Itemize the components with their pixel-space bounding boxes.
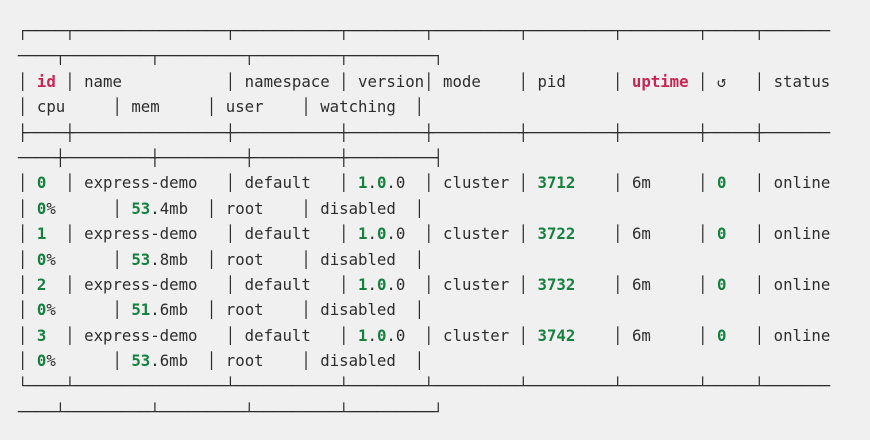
- terminal-line: ├────┼────────────────┼───────────┼─────…: [18, 120, 830, 145]
- terminal-text: ├────┼────────────────┼───────────┼─────…: [18, 122, 831, 142]
- highlight-green-text: 3: [36, 325, 47, 345]
- terminal-line: │ 0 │ express-demo │ default │ 1.0.0 │ c…: [18, 170, 830, 195]
- terminal-line: ────┴─────────┴─────────┴─────────┴─────…: [18, 399, 830, 424]
- highlight-green-text: 0: [36, 351, 47, 371]
- terminal-text: │ express-demo │ default │: [46, 224, 359, 244]
- terminal-text: .: [367, 173, 377, 193]
- terminal-text: │: [18, 351, 37, 371]
- terminal-line: │ id │ name │ namespace │ version│ mode …: [18, 69, 830, 94]
- highlight-green-text: 0: [36, 249, 47, 269]
- terminal-line: │ 2 │ express-demo │ default │ 1.0.0 │ c…: [18, 272, 830, 297]
- terminal-line: ┌────┬────────────────┬───────────┬─────…: [18, 18, 830, 43]
- terminal-text: .8mb │ root │ disabled │: [150, 249, 425, 269]
- terminal-text: ┌────┬────────────────┬───────────┬─────…: [18, 21, 831, 40]
- highlight-green-text: 3712: [537, 173, 576, 193]
- highlight-green-text: 3742: [537, 325, 576, 345]
- highlight-green-text: 1: [358, 274, 368, 294]
- highlight-green-text: 53: [131, 198, 151, 218]
- terminal-text: % │: [46, 249, 132, 269]
- terminal-text: │ online: [726, 224, 831, 244]
- terminal-text: .0 │ cluster │: [386, 224, 538, 244]
- highlight-green-text: 53: [131, 351, 151, 371]
- terminal-text: │ online: [726, 274, 831, 294]
- terminal-text: │: [18, 173, 37, 193]
- terminal-text: │: [18, 198, 37, 218]
- terminal-text: │ express-demo │ default │: [46, 325, 359, 345]
- highlight-green-text: 0: [376, 224, 387, 244]
- highlight-green-text: 53: [131, 249, 151, 269]
- terminal-line: │ 0% │ 53.4mb │ root │ disabled │: [18, 196, 830, 221]
- highlight-green-text: 0: [36, 300, 47, 320]
- terminal: ┌────┬────────────────┬───────────┬─────…: [18, 18, 830, 424]
- highlight-green-text: 0: [716, 173, 727, 193]
- terminal-text: │ cpu │ mem │ user │ watching │: [18, 97, 425, 117]
- terminal-text: ────┬─────────┬─────────┬─────────┬─────…: [18, 46, 444, 66]
- terminal-text: │ express-demo │ default │: [46, 274, 359, 294]
- terminal-text: │ 6m │: [575, 173, 717, 193]
- terminal-text: .0 │ cluster │: [386, 325, 538, 345]
- highlight-green-text: 0: [716, 274, 727, 294]
- terminal-line: │ cpu │ mem │ user │ watching │: [18, 94, 830, 119]
- terminal-text: │: [18, 300, 37, 320]
- highlight-green-text: 0: [376, 325, 387, 345]
- highlight-green-text: 2: [36, 274, 47, 294]
- terminal-text: ────┴─────────┴─────────┴─────────┴─────…: [18, 401, 444, 421]
- terminal-text: │: [18, 274, 37, 294]
- terminal-line: │ 0% │ 53.8mb │ root │ disabled │: [18, 247, 830, 272]
- terminal-text: │ 6m │: [575, 224, 717, 244]
- highlight-green-text: 0: [376, 274, 387, 294]
- terminal-text: .: [367, 274, 377, 294]
- highlight-green-text: 1: [358, 224, 368, 244]
- highlight-green-text: 0: [716, 325, 727, 345]
- terminal-text: │ ↺ │ status: [688, 71, 831, 91]
- highlight-green-text: 0: [36, 173, 47, 193]
- terminal-line: │ 1 │ express-demo │ default │ 1.0.0 │ c…: [18, 221, 830, 246]
- highlight-green-text: 0: [36, 198, 47, 218]
- highlight-green-text: 0: [376, 173, 387, 193]
- terminal-text: .4mb │ root │ disabled │: [150, 198, 425, 218]
- terminal-text: │: [18, 249, 37, 269]
- terminal-text: │: [18, 224, 37, 244]
- highlight-green-text: 3722: [537, 224, 576, 244]
- terminal-text: .6mb │ root │ disabled │: [150, 300, 425, 320]
- terminal-line: │ 0% │ 51.6mb │ root │ disabled │: [18, 297, 830, 322]
- terminal-text: │: [18, 71, 37, 91]
- highlight-green-text: 1: [358, 325, 368, 345]
- terminal-text: │ name │ namespace │ version│ mode │ pid…: [55, 71, 632, 91]
- terminal-line: ────┼─────────┼─────────┼─────────┼─────…: [18, 145, 830, 170]
- terminal-text: % │: [46, 351, 132, 371]
- terminal-text: ────┼─────────┼─────────┼─────────┼─────…: [18, 147, 444, 167]
- terminal-text: │: [18, 325, 37, 345]
- terminal-text: .0 │ cluster │: [386, 274, 538, 294]
- highlight-red-text: uptime: [631, 71, 689, 91]
- terminal-text: .0 │ cluster │: [386, 173, 538, 193]
- terminal-text: │ online: [726, 325, 831, 345]
- highlight-red-text: id: [36, 71, 56, 91]
- terminal-text: % │: [46, 300, 132, 320]
- terminal-text: │ online: [726, 173, 831, 193]
- highlight-green-text: 51: [131, 300, 151, 320]
- highlight-green-text: 0: [716, 224, 727, 244]
- highlight-green-text: 1: [36, 224, 47, 244]
- terminal-text: .: [367, 325, 377, 345]
- terminal-text: │ 6m │: [575, 274, 717, 294]
- terminal-line: │ 3 │ express-demo │ default │ 1.0.0 │ c…: [18, 323, 830, 348]
- terminal-text: % │: [46, 198, 132, 218]
- terminal-line: ────┬─────────┬─────────┬─────────┬─────…: [18, 43, 830, 68]
- terminal-text: .: [367, 224, 377, 244]
- highlight-green-text: 1: [358, 173, 368, 193]
- terminal-line: └────┴────────────────┴───────────┴─────…: [18, 373, 830, 398]
- terminal-text: └────┴────────────────┴───────────┴─────…: [18, 376, 831, 396]
- terminal-text: │ express-demo │ default │: [46, 173, 359, 193]
- terminal-text: │ 6m │: [575, 325, 717, 345]
- highlight-green-text: 3732: [537, 274, 576, 294]
- terminal-line: │ 0% │ 53.6mb │ root │ disabled │: [18, 348, 830, 373]
- terminal-text: .6mb │ root │ disabled │: [150, 351, 425, 371]
